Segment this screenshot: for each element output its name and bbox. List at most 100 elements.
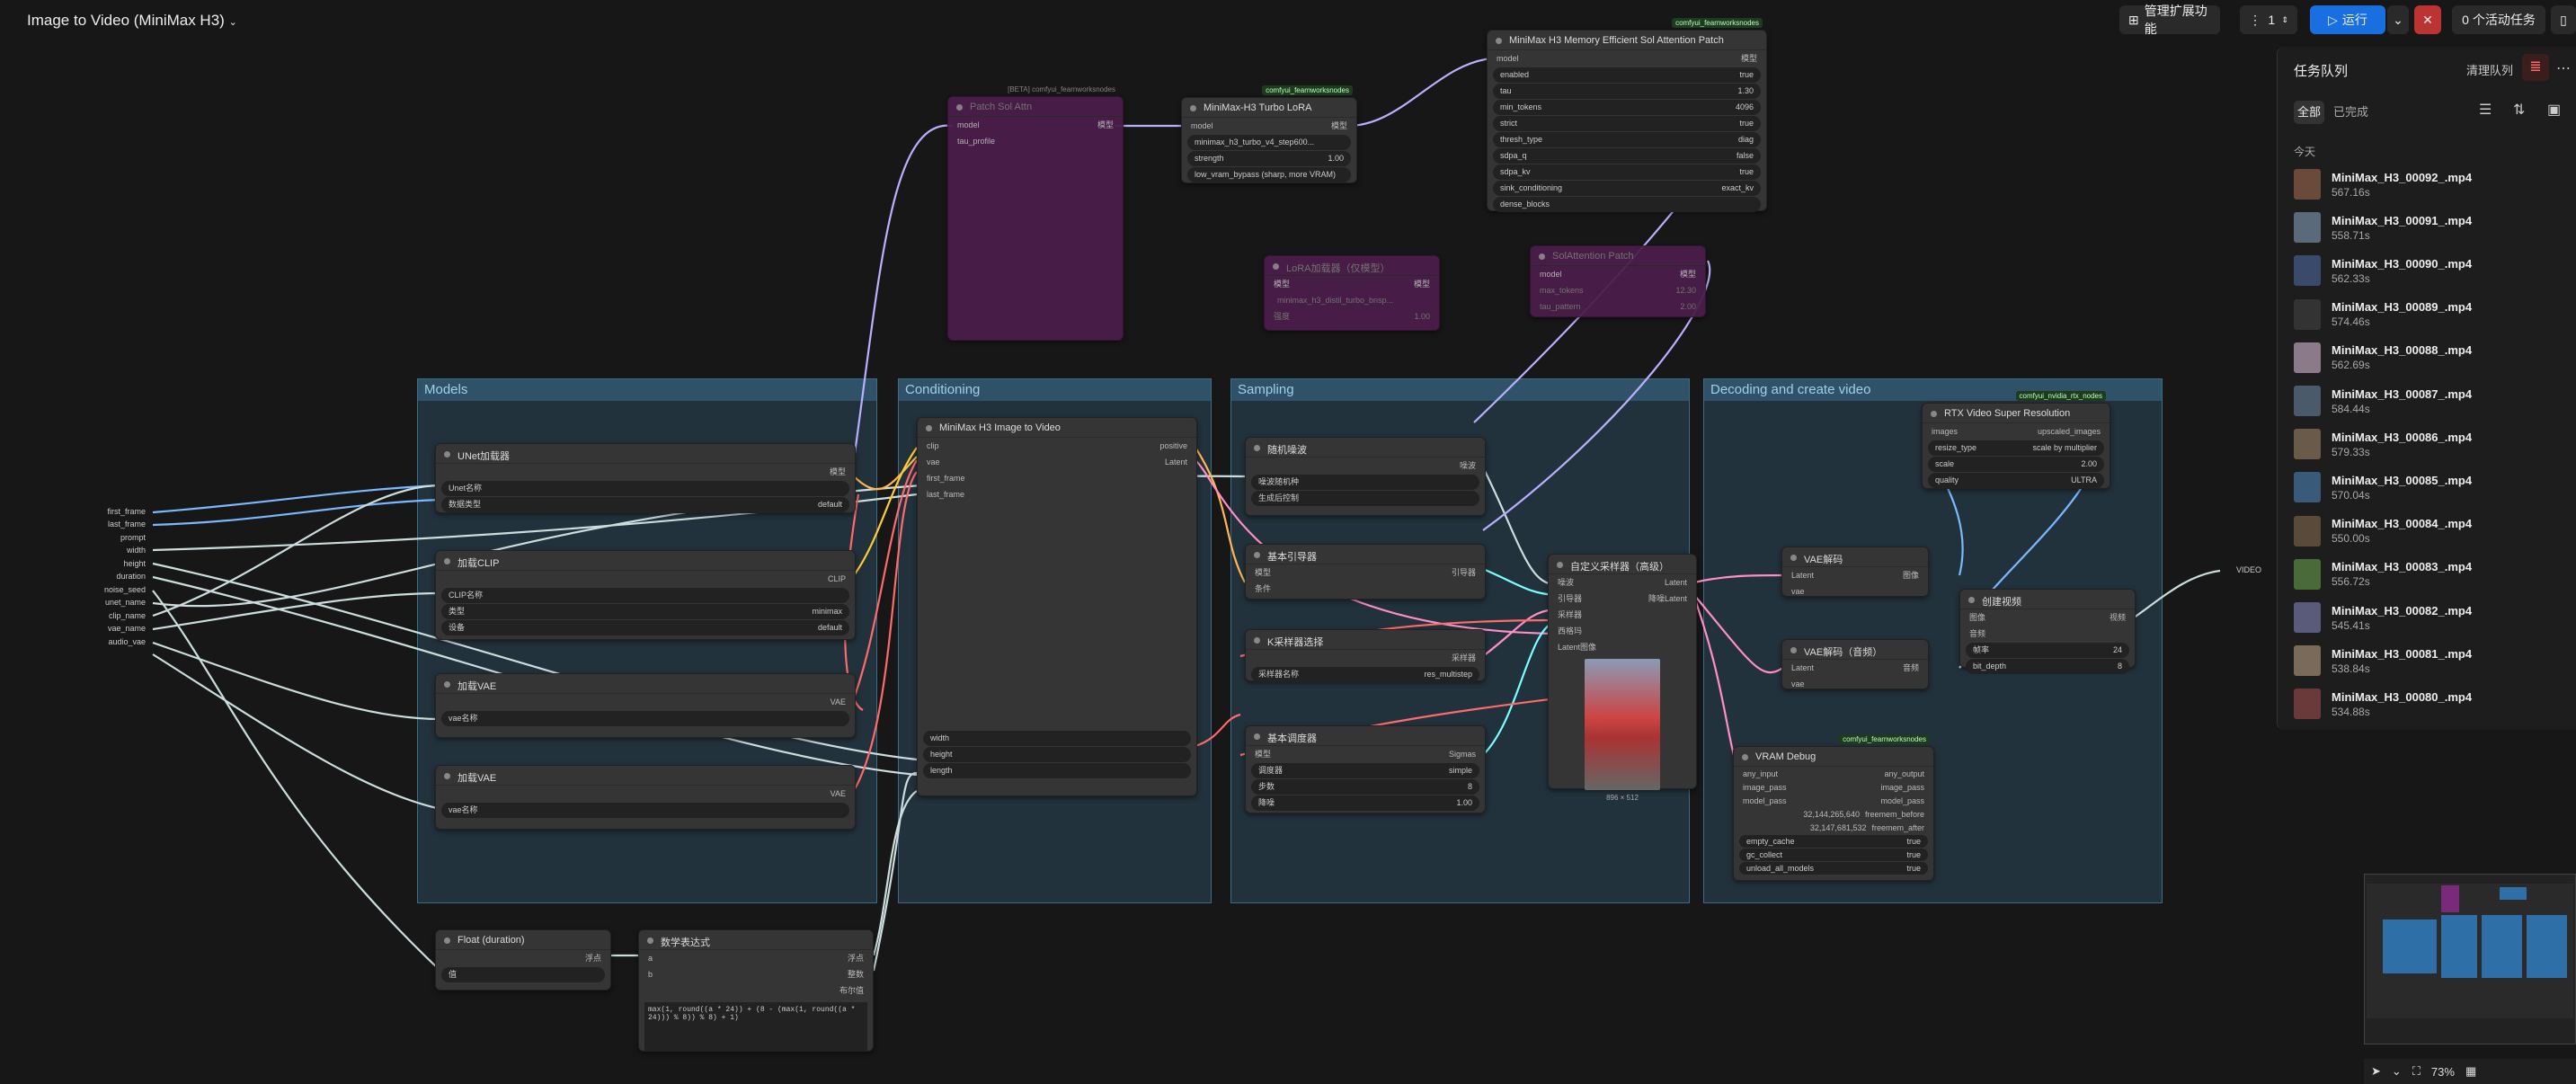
node-vram-debug[interactable]: comfyui_fearnworksnodes VRAM Debug any_i… — [1733, 734, 1934, 881]
chevron-down-icon[interactable]: ⌄ — [2391, 1064, 2402, 1078]
run-button[interactable]: ▷运行 — [2310, 5, 2385, 34]
node-rtx-super-resolution[interactable]: comfyui_nvidia_rtx_nodes RTX Video Super… — [1922, 391, 2110, 489]
clear-queue-icon[interactable]: ≣ — [2522, 54, 2549, 81]
image-view-icon[interactable]: ▣ — [2547, 102, 2562, 118]
stop-button[interactable]: ✕ — [2414, 5, 2441, 34]
node-load-vae-2[interactable]: 加载VAE VAE vae名称 — [435, 765, 856, 830]
lora-name-widget[interactable]: minimax_h3_turbo_v4_step600... — [1187, 135, 1351, 150]
tab-done[interactable]: 已完成 — [2333, 105, 2369, 119]
lora-name-widget[interactable]: minimax_h3_distil_turbo_bnsp... — [1277, 296, 1394, 305]
sol-widget[interactable]: dense_blocks — [1493, 197, 1761, 212]
node-float-duration[interactable]: Float (duration) 浮点 值 — [435, 929, 611, 991]
fit-view-icon[interactable]: ⛶ — [2412, 1064, 2421, 1078]
vae-name-widget[interactable]: vae名称 — [441, 711, 849, 726]
expression-textarea[interactable]: max(1, round((a * 24)) + (8 - (max(1, ro… — [644, 1002, 867, 1051]
pointer-icon[interactable]: ➤ — [2371, 1064, 2381, 1078]
minimap-toggle-icon[interactable]: ▦ — [2465, 1064, 2477, 1078]
vae-name-widget[interactable]: vae名称 — [441, 803, 849, 818]
node-random-noise[interactable]: 随机噪波 噪波 噪波随机种 生成后控制 — [1245, 437, 1486, 516]
node-turbo-lora[interactable]: comfyui_fearnworksnodes MiniMax-H3 Turbo… — [1181, 85, 1357, 183]
length-widget[interactable]: length — [923, 763, 1191, 778]
workflow-title[interactable]: Image to Video (MiniMax H3) ⌄ — [27, 12, 237, 30]
float-value-widget[interactable]: 值 — [441, 967, 605, 982]
node-patch-sol-attn[interactable]: [BETA] comfyui_fearnworksnodes Patch Sol… — [947, 85, 1124, 341]
clear-queue-button[interactable]: 清理队列 — [2466, 64, 2514, 77]
filter-icon[interactable]: ☰ — [2479, 102, 2492, 118]
minimap[interactable] — [2364, 874, 2576, 1044]
run-options-button[interactable]: ⌄ — [2387, 5, 2409, 34]
zoom-level[interactable]: 73% — [2430, 1064, 2455, 1079]
height-widget[interactable]: height — [923, 747, 1191, 762]
stepper-icon[interactable]: ⇕ — [2281, 14, 2288, 24]
preview-image[interactable] — [1585, 659, 1660, 790]
node-sol-attention-patch[interactable]: comfyui_fearnworksnodes MiniMax H3 Memor… — [1487, 18, 1767, 212]
unet-name-widget[interactable]: Unet名称 — [441, 481, 849, 496]
node-load-vae-1[interactable]: 加载VAE VAE vae名称 — [435, 673, 856, 738]
control-after-widget[interactable]: 生成后控制 — [1251, 491, 1479, 506]
sort-icon[interactable]: ⇅ — [2513, 102, 2526, 118]
low-vram-toggle[interactable]: low_vram_bypass (sharp, more VRAM) — [1187, 167, 1351, 182]
noise-seed-widget[interactable]: 噪波随机种 — [1251, 475, 1479, 490]
tab-all[interactable]: 全部 — [2294, 101, 2324, 124]
batch-count-input[interactable]: ⋮1⇕ — [2240, 5, 2297, 34]
panel-toggle-button[interactable]: ▯ — [2551, 5, 2576, 34]
clip-name-widget[interactable]: CLIP名称 — [441, 588, 849, 603]
active-tasks-button[interactable]: 0 个活动任务 — [2452, 5, 2545, 34]
width-widget[interactable]: width — [923, 731, 1191, 746]
manage-extensions-button[interactable]: ⊞管理扩展功能 — [2119, 4, 2220, 36]
more-icon[interactable]: ⋯ — [2556, 61, 2571, 76]
node-lora-loader-model[interactable]: LoRA加载器（仅模型） 模型模型 minimax_h3_distil_turb… — [1264, 255, 1440, 331]
